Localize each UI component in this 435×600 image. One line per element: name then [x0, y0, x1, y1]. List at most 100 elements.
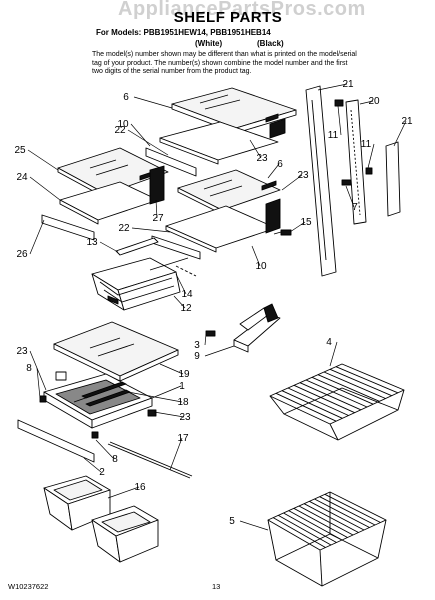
- leader-line-10: [251, 245, 261, 267]
- leader-line-16: [107, 486, 140, 499]
- leader-line-8: [36, 367, 41, 399]
- shelf-rail-21-right: [385, 141, 401, 217]
- callout-23: 23: [256, 153, 268, 164]
- crisper-drawer-12: [91, 257, 181, 311]
- callout-13: 13: [86, 237, 98, 248]
- callout-17: 17: [177, 433, 189, 444]
- leader-line-8: [95, 439, 115, 460]
- callout-5: 5: [229, 516, 235, 527]
- leader-line-20: [359, 100, 374, 105]
- leader-line-25: [27, 149, 59, 171]
- callout-24: 24: [16, 172, 28, 183]
- leader-line-5: [239, 520, 269, 531]
- color-white-label: (White): [195, 39, 223, 48]
- leader-line-26: [29, 219, 45, 255]
- callout-4: 4: [326, 337, 332, 348]
- callout-22: 22: [114, 125, 126, 136]
- leader-line-11: [337, 105, 342, 136]
- leader-line-27: [155, 199, 158, 219]
- callout-3: 3: [194, 340, 200, 351]
- leader-line-19: [159, 363, 184, 375]
- callout-1: 1: [179, 381, 185, 392]
- leader-line-23: [153, 411, 185, 418]
- callout-10: 10: [255, 261, 267, 272]
- leader-line-21: [317, 83, 348, 91]
- screw-15: [273, 229, 292, 236]
- wire-basket-4: [269, 363, 405, 441]
- page-title: SHELF PARTS: [173, 9, 283, 26]
- leader-line-10: [130, 123, 151, 147]
- callout-21: 21: [401, 116, 413, 127]
- leader-line-24: [29, 176, 61, 201]
- leader-line-23: [29, 350, 47, 391]
- leader-line-6: [133, 96, 173, 109]
- callout-8: 8: [112, 454, 118, 465]
- callout-20: 20: [368, 96, 380, 107]
- wire-basket-5: [267, 491, 387, 587]
- callout-25: 25: [14, 145, 26, 156]
- callout-19: 19: [178, 369, 190, 380]
- leader-line-22: [131, 227, 171, 233]
- shelf-frame-top-right: [159, 118, 286, 165]
- crisper-bin-16-right: [91, 505, 159, 563]
- callout-23: 23: [297, 170, 309, 181]
- leader-line-22: [127, 129, 169, 156]
- leader-line-21: [393, 120, 407, 147]
- shelf-trim-26: [41, 214, 95, 241]
- callout-26: 26: [16, 249, 28, 260]
- leader-line-3: [204, 333, 207, 346]
- cap-23-left: [55, 371, 67, 381]
- screw-7: [341, 179, 352, 186]
- callout-15: 15: [300, 217, 312, 228]
- hinge-8-bottom: [91, 431, 99, 439]
- bracket-11-top: [334, 99, 344, 107]
- leader-line-15: [289, 221, 306, 233]
- basket-bracket-9: [233, 303, 281, 353]
- leader-line-9: [204, 345, 235, 357]
- callout-21: 21: [342, 79, 354, 90]
- leader-line-4: [329, 341, 338, 367]
- bracket-11-mid: [365, 167, 373, 175]
- color-black-label: (Black): [257, 39, 284, 48]
- leader-line-18: [127, 391, 183, 403]
- shelf-rail-21-left: [305, 85, 337, 277]
- leader-line-6: [267, 163, 280, 179]
- screw-3: [205, 330, 216, 337]
- hinge-8-left: [39, 395, 47, 403]
- leader-line-11: [367, 143, 375, 169]
- frame-divider-18: [81, 381, 131, 407]
- shelf-frame-right-mid: [165, 198, 281, 253]
- model-note: The model(s) number shown may be differe…: [92, 51, 357, 75]
- callout-9: 9: [194, 351, 200, 362]
- callout-6: 6: [277, 159, 283, 170]
- slide-rail-14: [149, 257, 197, 277]
- leader-line-13: [99, 241, 119, 253]
- callout-22: 22: [118, 223, 130, 234]
- leader-line-2: [83, 457, 102, 473]
- callout-14: 14: [181, 289, 193, 300]
- callout-12: 12: [180, 303, 192, 314]
- rod-17: [107, 441, 193, 479]
- cap-23-right: [147, 409, 157, 417]
- leader-line-23: [249, 139, 262, 159]
- leader-line-17: [169, 437, 183, 471]
- front-trim-2: [17, 419, 95, 463]
- crisper-bin-16-left: [43, 475, 111, 531]
- leader-line-1: [151, 385, 182, 399]
- callout-23: 23: [16, 346, 28, 357]
- callout-2: 2: [99, 467, 105, 478]
- callout-6: 6: [123, 92, 129, 103]
- model-numbers: For Models: PBB1951HEW14, PBB1951HEB14: [96, 28, 271, 37]
- callout-10: 10: [117, 119, 129, 130]
- watermark: AppliancePartsPros.com: [118, 0, 366, 20]
- callout-7: 7: [352, 202, 358, 213]
- callout-18: 18: [177, 397, 189, 408]
- leader-line-14: [175, 273, 187, 295]
- crisper-frame-1: [43, 373, 153, 429]
- leader-line-7: [345, 185, 355, 208]
- leader-lines: [27, 83, 407, 531]
- cover-support-13: [115, 237, 159, 256]
- callout-8: 8: [26, 363, 32, 374]
